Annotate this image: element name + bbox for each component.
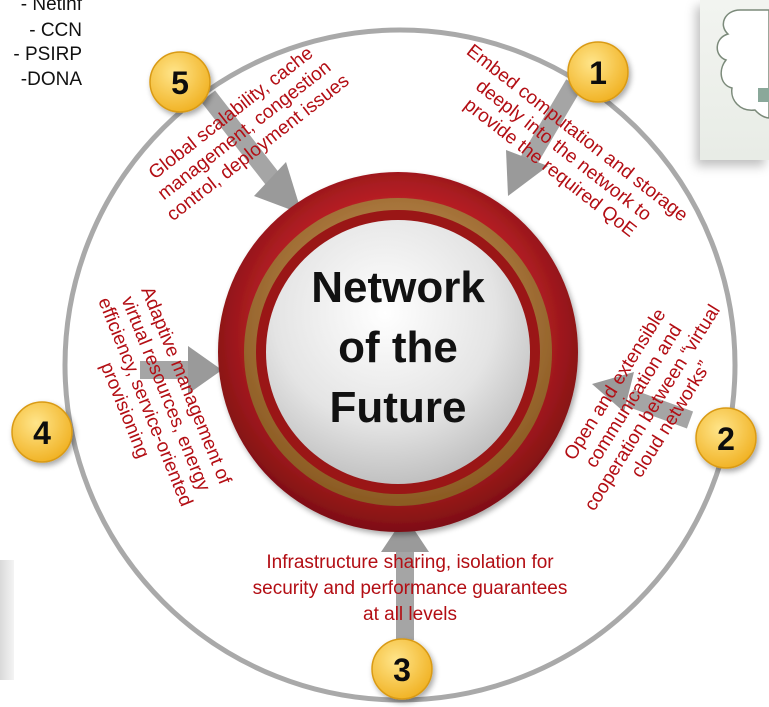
badge-4-label: 4	[33, 415, 51, 451]
badge-2-label: 2	[717, 421, 735, 457]
fragment-netinf: - Netinf	[20, 0, 82, 15]
arrow-2	[592, 372, 694, 429]
arrow-4	[140, 346, 222, 394]
center-title-line3: Future	[330, 383, 467, 432]
arrows	[140, 79, 694, 640]
center-title-line2: of the	[338, 323, 458, 372]
outer-circle	[62, 27, 738, 703]
caption-3-line3: at all levels	[363, 604, 457, 625]
arrow-1	[506, 79, 582, 196]
caption-3-line1: Infrastructure sharing, isolation for	[266, 552, 554, 573]
center-ring	[218, 172, 578, 532]
left-edge-strip	[0, 560, 14, 680]
fragment-psirp: - PSIRP	[13, 44, 82, 65]
cloud-icon	[716, 9, 769, 119]
fragment-dona: -DONA	[20, 69, 82, 90]
badge-1: 1	[567, 41, 629, 103]
center-title-line1: Network	[311, 263, 485, 312]
arrow-3	[381, 516, 429, 640]
badge-4: 4	[11, 401, 73, 463]
fragment-ccn: - CCN	[29, 20, 82, 41]
cropped-cloud-thumbnail	[700, 0, 769, 160]
caption-3-line2: security and performance guarantees	[253, 578, 568, 599]
arrow-5	[200, 90, 302, 214]
caption-4: Adaptive management of virtual resources…	[93, 284, 235, 510]
badge-3: 3	[371, 638, 433, 700]
badge-1-label: 1	[589, 55, 607, 91]
badge-3-label: 3	[393, 652, 411, 688]
badge-5-label: 5	[171, 65, 189, 101]
caption-3: Infrastructure sharing, isolation for se…	[253, 552, 568, 625]
badge-2: 2	[695, 407, 757, 469]
badge-5: 5	[149, 51, 211, 113]
